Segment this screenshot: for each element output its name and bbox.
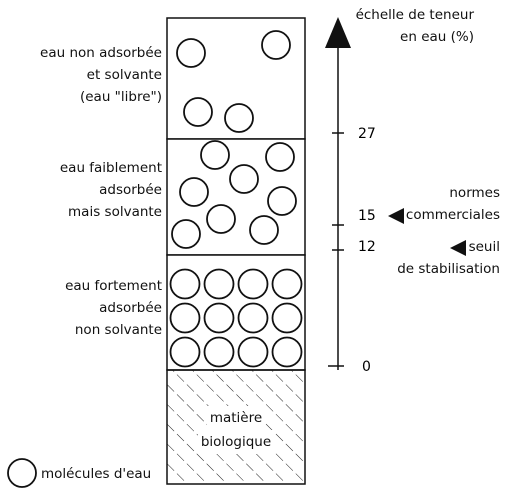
strongly-adsorbed-label-line: adsorbée [99,300,162,316]
commercial-standard-arrow [388,208,404,224]
strongly-adsorbed-label-line: eau fortement [65,278,162,294]
water-molecule [179,177,209,207]
biological-matter-label: matière biologique [167,406,305,454]
scale-title-line: en eau (%) [400,29,474,45]
water-molecule [261,30,291,60]
weakly-adsorbed-label-line: eau faiblement [59,160,162,176]
water-molecule [169,336,201,368]
legend-label: molécules d'eau [41,466,152,482]
stabilisation-threshold-label-line: de stabilisation [397,261,500,277]
free-water-label: eau non adsorbée et solvante (eau "libre… [40,42,162,108]
water-molecule [176,38,206,68]
water-molecule [229,164,259,194]
tick-label-12: 12 [358,239,376,255]
commercial-standard-label: normes commerciales [406,182,500,226]
free-water-label-line: (eau "libre") [79,89,162,105]
stabilisation-threshold-label: seuil de stabilisation [397,236,500,280]
free-water-label-line: et solvante [86,67,162,83]
tick-label-15: 15 [358,208,376,224]
water-molecule [203,268,235,300]
water-molecule [224,103,254,133]
strongly-adsorbed-label: eau fortement adsorbée non solvante [65,275,162,341]
water-molecule [206,204,236,234]
stabilisation-threshold-label-line: seuil [468,239,500,255]
weakly-adsorbed-label-line: adsorbée [99,182,162,198]
water-molecule [200,140,230,170]
water-molecule [271,268,303,300]
water-molecule [169,268,201,300]
free-water-molecules [176,30,291,133]
scale-title-line: échelle de teneur [355,7,474,23]
water-molecule [271,302,303,334]
stabilisation-threshold-arrow [450,240,466,256]
tick-label-0: 0 [362,359,371,375]
water-molecule [237,336,269,368]
water-molecule [203,302,235,334]
biological-matter-label-line: biologique [197,430,275,454]
strongly-adsorbed-label-line: non solvante [74,322,162,338]
water-molecule [237,268,269,300]
water-molecule [249,215,279,245]
water-molecule [265,142,295,172]
scale-title: échelle de teneur en eau (%) [356,4,474,48]
legend-molecule-icon [7,458,37,488]
weakly-adsorbed-label: eau faiblement adsorbée mais solvante [60,157,162,223]
water-molecule [237,302,269,334]
water-molecule [169,302,201,334]
biological-matter-label-line: matière [206,406,266,430]
free-water-label-line: eau non adsorbée [40,45,162,61]
scale-arrowhead [325,17,351,48]
water-molecule [203,336,235,368]
weakly-adsorbed-molecules [171,140,297,249]
water-molecule [183,97,213,127]
weakly-adsorbed-label-line: mais solvante [68,204,162,220]
tick-label-27: 27 [358,126,376,142]
strongly-adsorbed-molecules [169,268,303,368]
water-molecule [271,336,303,368]
water-molecule [267,186,297,216]
commercial-standard-label-line: normes [449,185,500,201]
water-molecule [171,219,201,249]
commercial-standard-label-line: commerciales [405,207,500,223]
